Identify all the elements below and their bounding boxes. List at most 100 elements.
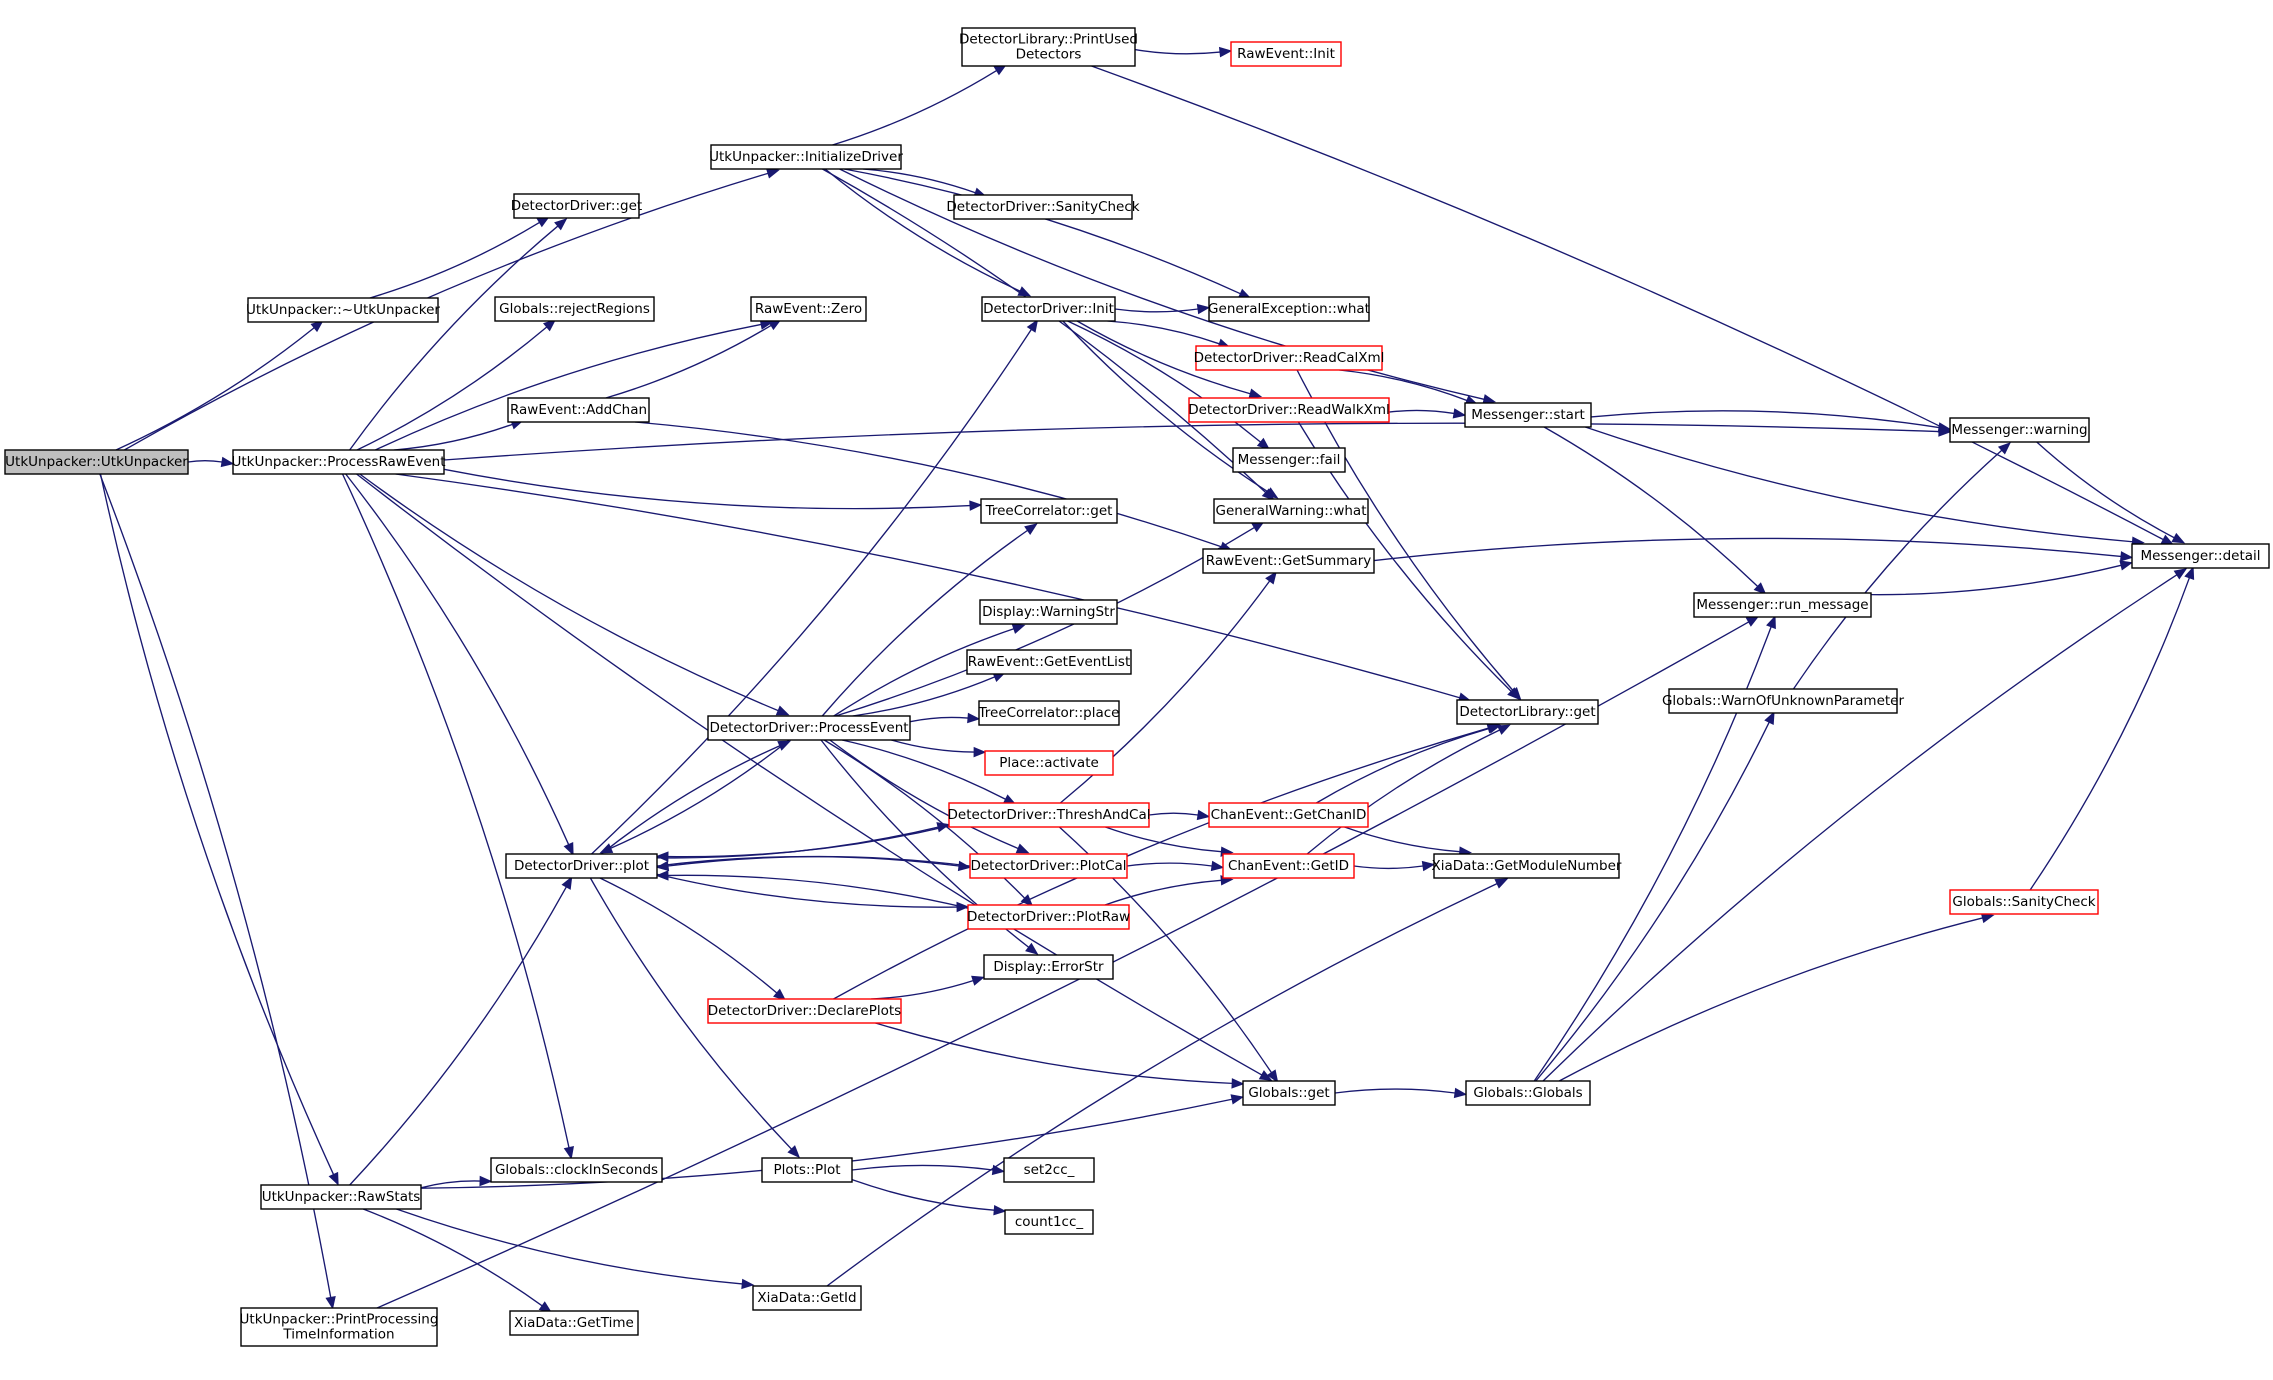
node-readcal[interactable]: DetectorDriver::ReadCalXml <box>1194 345 1385 371</box>
node-box[interactable] <box>505 853 658 879</box>
node-box[interactable] <box>710 144 902 170</box>
node-rawinit[interactable]: RawEvent::Init <box>1230 41 1342 67</box>
node-box[interactable] <box>761 1157 853 1183</box>
node-box[interactable] <box>4 449 189 475</box>
node-box[interactable] <box>707 715 911 741</box>
node-tcplace[interactable]: TreeCorrelator::place <box>978 700 1120 726</box>
node-box[interactable] <box>1202 548 1375 574</box>
node-box[interactable] <box>494 296 655 322</box>
node-errstr[interactable]: Display::ErrorStr <box>983 954 1114 980</box>
node-warnstr[interactable]: Display::WarningStr <box>979 599 1118 625</box>
node-globsanity[interactable]: Globals::SanityCheck <box>1949 889 2099 915</box>
node-box[interactable] <box>981 296 1116 322</box>
node-box[interactable] <box>1004 1209 1094 1235</box>
node-getchanid[interactable]: ChanEvent::GetChanID <box>1208 802 1369 828</box>
node-addchan[interactable]: RawEvent::AddChan <box>507 397 650 423</box>
node-box[interactable] <box>232 449 445 475</box>
node-box[interactable] <box>1208 802 1369 828</box>
node-printproc[interactable]: UtkUnpacker::PrintProcessingTimeInformat… <box>240 1307 439 1347</box>
node-clock[interactable]: Globals::clockInSeconds <box>490 1157 663 1183</box>
node-box[interactable] <box>1668 688 1898 714</box>
node-sanity[interactable]: DetectorDriver::SanityCheck <box>946 194 1140 220</box>
node-globals[interactable]: Globals::Globals <box>1465 1080 1591 1106</box>
node-genexc[interactable]: GeneralException::what <box>1208 296 1370 322</box>
node-box[interactable] <box>247 297 439 323</box>
node-dlget[interactable]: DetectorLibrary::get <box>1456 699 1599 725</box>
node-start[interactable]: Messenger::start <box>1464 402 1592 428</box>
node-fail[interactable]: Messenger::fail <box>1232 447 1346 473</box>
node-box[interactable] <box>1232 447 1346 473</box>
node-box[interactable] <box>1222 853 1355 879</box>
node-genwarn[interactable]: GeneralWarning::what <box>1213 498 1369 524</box>
node-rawstats[interactable]: UtkUnpacker::RawStats <box>260 1184 422 1210</box>
node-gettime[interactable]: XiaData::GetTime <box>509 1310 639 1336</box>
node-box[interactable] <box>1208 296 1370 322</box>
node-box[interactable] <box>1213 498 1369 524</box>
node-plot[interactable]: DetectorDriver::plot <box>505 853 658 879</box>
node-declare[interactable]: DetectorDriver::DeclarePlots <box>707 998 902 1024</box>
node-ddinit[interactable]: DetectorDriver::Init <box>981 296 1116 322</box>
node-box[interactable] <box>969 853 1128 879</box>
node-plotcal[interactable]: DetectorDriver::PlotCal <box>969 853 1128 879</box>
node-plotraw[interactable]: DetectorDriver::PlotRaw <box>967 904 1130 930</box>
node-root[interactable]: UtkUnpacker::UtkUnpacker <box>4 449 189 475</box>
node-box[interactable] <box>490 1157 663 1183</box>
node-box[interactable] <box>509 1310 639 1336</box>
node-count1cc[interactable]: count1cc_ <box>1004 1209 1094 1235</box>
node-plotsplot[interactable]: Plots::Plot <box>761 1157 853 1183</box>
node-box[interactable] <box>1465 1080 1591 1106</box>
node-box[interactable] <box>1949 417 2090 443</box>
node-box[interactable] <box>1456 699 1599 725</box>
node-box[interactable] <box>2131 543 2270 569</box>
node-box[interactable] <box>507 397 650 423</box>
node-thresh[interactable]: DetectorDriver::ThreshAndCal <box>948 802 1151 828</box>
node-globget[interactable]: Globals::get <box>1242 1080 1336 1106</box>
node-xiagetid[interactable]: XiaData::GetId <box>752 1285 862 1311</box>
node-activate[interactable]: Place::activate <box>984 750 1114 776</box>
node-box[interactable] <box>1242 1080 1336 1106</box>
node-detail[interactable]: Messenger::detail <box>2131 543 2270 569</box>
node-initdrv[interactable]: UtkUnpacker::InitializeDriver <box>709 144 903 170</box>
node-set2cc[interactable]: set2cc_ <box>1003 1157 1095 1183</box>
node-box[interactable] <box>1693 592 1872 618</box>
node-chanid[interactable]: ChanEvent::GetID <box>1222 853 1355 879</box>
node-box[interactable] <box>1949 889 2099 915</box>
node-box[interactable] <box>1433 853 1620 879</box>
node-box[interactable] <box>750 296 867 322</box>
node-dtor[interactable]: UtkUnpacker::~UtkUnpacker <box>246 297 440 323</box>
node-box[interactable] <box>1230 41 1342 67</box>
node-box[interactable] <box>983 954 1114 980</box>
node-box[interactable] <box>967 904 1130 930</box>
node-warning[interactable]: Messenger::warning <box>1949 417 2090 443</box>
node-box[interactable] <box>961 27 1136 67</box>
node-box[interactable] <box>966 649 1132 675</box>
node-getsum[interactable]: RawEvent::GetSummary <box>1202 548 1375 574</box>
node-geteventlist[interactable]: RawEvent::GetEventList <box>966 649 1132 675</box>
node-procevent[interactable]: DetectorDriver::ProcessEvent <box>707 715 911 741</box>
node-box[interactable] <box>979 599 1118 625</box>
node-readwalk[interactable]: DetectorDriver::ReadWalkXml <box>1188 397 1390 423</box>
node-box[interactable] <box>260 1184 422 1210</box>
node-tcget[interactable]: TreeCorrelator::get <box>980 498 1118 524</box>
node-box[interactable] <box>978 700 1120 726</box>
node-modnum[interactable]: XiaData::GetModuleNumber <box>1432 853 1622 879</box>
node-procraw[interactable]: UtkUnpacker::ProcessRawEvent <box>231 449 446 475</box>
node-box[interactable] <box>707 998 902 1024</box>
node-box[interactable] <box>984 750 1114 776</box>
node-box[interactable] <box>953 194 1133 220</box>
node-box[interactable] <box>240 1307 438 1347</box>
node-box[interactable] <box>1464 402 1592 428</box>
node-box[interactable] <box>1003 1157 1095 1183</box>
node-box[interactable] <box>1188 397 1390 423</box>
node-box[interactable] <box>980 498 1118 524</box>
node-zero[interactable]: RawEvent::Zero <box>750 296 867 322</box>
node-warnunk[interactable]: Globals::WarnOfUnknownParameter <box>1662 688 1905 714</box>
node-box[interactable] <box>752 1285 862 1311</box>
node-box[interactable] <box>1195 345 1383 371</box>
node-rejreg[interactable]: Globals::rejectRegions <box>494 296 655 322</box>
node-runmsg[interactable]: Messenger::run_message <box>1693 592 1872 618</box>
node-box[interactable] <box>948 802 1150 828</box>
node-box[interactable] <box>513 193 640 219</box>
node-ddget[interactable]: DetectorDriver::get <box>511 193 642 219</box>
